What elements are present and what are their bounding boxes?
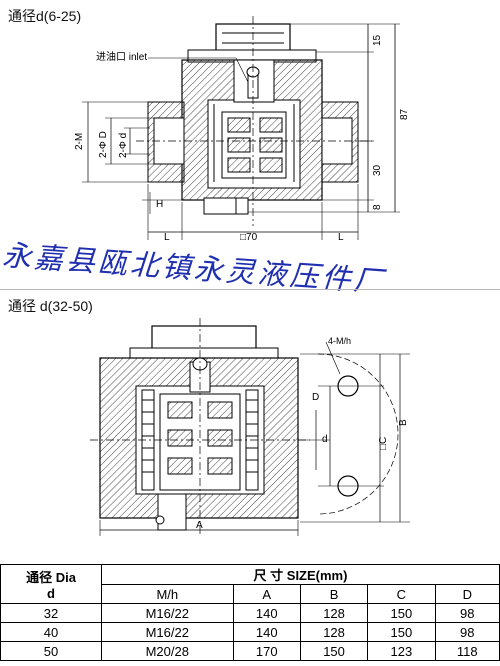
dim-phi-d: 2-Φ d <box>118 133 129 158</box>
inlet-label: 进油口 inlet <box>96 50 147 63</box>
bottom-cap <box>151 325 257 351</box>
cell-C: 123 <box>367 641 436 661</box>
table-header-row: 通径 Dia d 尺 寸 SIZE(mm) <box>0 564 500 604</box>
cell-D: 98 <box>434 622 500 642</box>
cell-A: 170 <box>232 641 301 661</box>
dim-30: 30 <box>372 164 383 176</box>
dim-87: 87 <box>399 108 410 120</box>
dim-2M: 2-M <box>74 133 85 150</box>
cell-Mh: M20/28 <box>101 641 234 661</box>
table-row: 32 M16/22 140 128 150 98 <box>0 603 500 623</box>
label-C: □C <box>378 437 389 450</box>
header-size: 尺 寸 SIZE(mm) <box>101 564 500 585</box>
table-row: 40 M16/22 140 128 150 98 <box>0 622 500 642</box>
bottom-plug <box>203 197 241 215</box>
cell-B: 128 <box>299 603 369 623</box>
label-d: d <box>322 434 328 445</box>
table-subheader-row: M/h A B C D <box>1 584 500 604</box>
header-dia: 通径 Dia d <box>0 564 102 604</box>
subheader-A: A <box>232 584 301 604</box>
cell-B: 150 <box>299 641 369 661</box>
bottom-section-drawing: 4-M/h D d □C B A <box>90 318 410 536</box>
cell-D: 118 <box>434 641 500 661</box>
dim-15: 15 <box>372 34 383 46</box>
header-dia-line1: 通径 Dia <box>26 570 76 585</box>
label-Mh: 4-M/h <box>328 336 351 346</box>
dim-70: □70 <box>240 232 258 243</box>
subheader-C: C <box>367 584 436 604</box>
cell-D: 98 <box>434 603 500 623</box>
dim-L-right: L <box>338 232 344 243</box>
dim-L-left: L <box>164 232 170 243</box>
top-section-drawing: 进油口 inlet 15 87 30 8 □70 L L H 2-Φ D 2-Φ… <box>74 16 410 243</box>
table-row: 50 M20/28 170 150 123 118 <box>0 641 500 661</box>
cell-B: 128 <box>299 622 369 642</box>
spec-table: 通径 Dia d 尺 寸 SIZE(mm) M/h A B C D 32 M16… <box>0 564 500 661</box>
cell-Mh: M16/22 <box>101 603 234 623</box>
bottom-panel-title: 通径 d(32-50) <box>8 298 93 314</box>
label-A: A <box>196 520 203 531</box>
dim-H: H <box>156 199 163 210</box>
label-D: D <box>312 392 319 403</box>
dim-phi-D: 2-Φ D <box>98 131 109 158</box>
header-dia-line2: d <box>47 586 55 601</box>
top-panel: 通径d(6-25) <box>0 0 500 288</box>
top-panel-title: 通径d(6-25) <box>8 8 82 24</box>
dim-8: 8 <box>372 204 383 210</box>
cell-C: 150 <box>367 622 436 642</box>
subheader-B: B <box>299 584 369 604</box>
bolt-circle-arc <box>317 353 399 515</box>
cell-dia: 40 <box>0 622 102 642</box>
cell-C: 150 <box>367 603 436 623</box>
subheader-Mh: M/h <box>101 584 234 604</box>
subheader-D: D <box>434 584 500 604</box>
cell-Mh: M16/22 <box>101 622 234 642</box>
cell-dia: 50 <box>0 641 102 661</box>
bottom-panel: 通径 d(32-50) <box>0 289 500 565</box>
cell-dia: 32 <box>0 603 102 623</box>
cell-A: 140 <box>232 603 301 623</box>
label-B: B <box>398 419 409 426</box>
cell-A: 140 <box>232 622 301 642</box>
